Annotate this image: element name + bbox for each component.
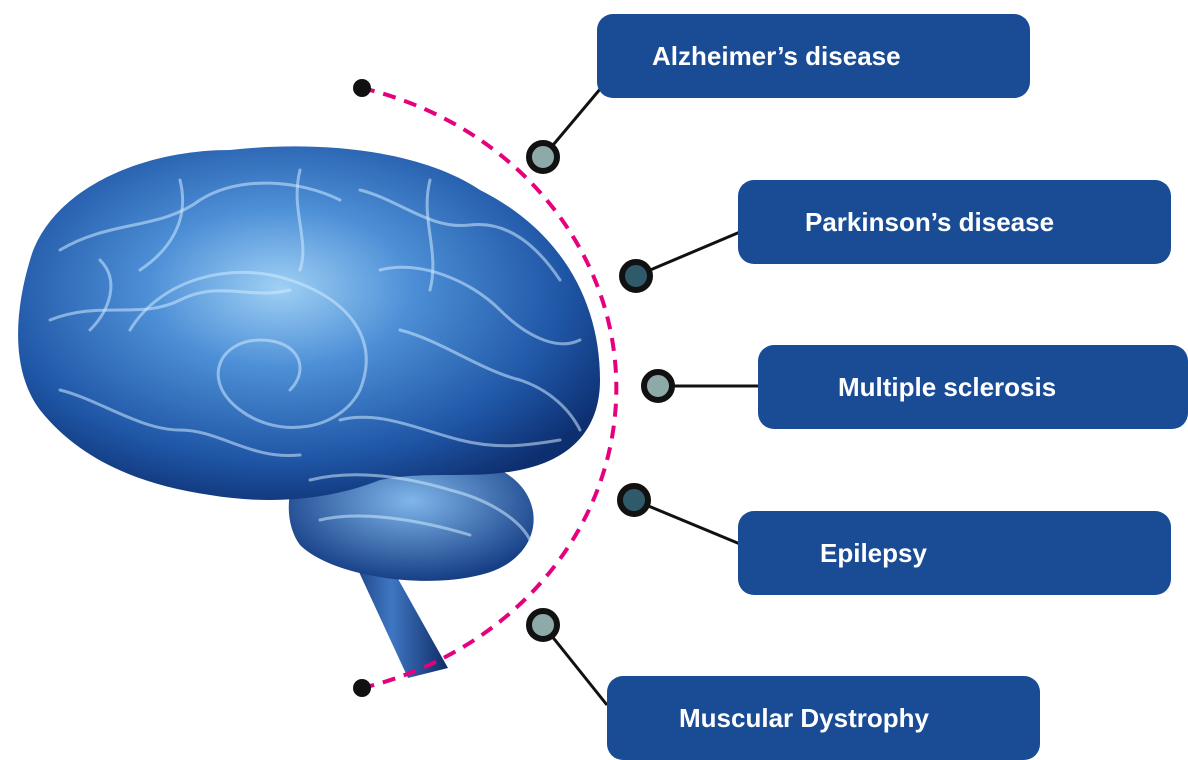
- arc-node-alzheimers: [529, 143, 557, 171]
- label-box-muscular-dystrophy: Muscular Dystrophy: [607, 676, 1040, 760]
- label-box-multiple-sclerosis: Multiple sclerosis: [758, 345, 1188, 429]
- label-text-alzheimers: Alzheimer’s disease: [652, 41, 901, 72]
- brain-icon: [18, 146, 600, 678]
- label-box-epilepsy: Epilepsy: [738, 511, 1171, 595]
- label-text-multiple-sclerosis: Multiple sclerosis: [838, 372, 1056, 403]
- label-box-parkinsons: Parkinson’s disease: [738, 180, 1171, 264]
- label-box-alzheimers: Alzheimer’s disease: [597, 14, 1030, 98]
- arc-endpoint-top: [353, 79, 371, 97]
- arc-endpoint-bottom: [353, 679, 371, 697]
- label-text-muscular-dystrophy: Muscular Dystrophy: [679, 703, 929, 734]
- arc-node-epilepsy: [620, 486, 648, 514]
- arc-node-multiple-sclerosis: [644, 372, 672, 400]
- label-text-epilepsy: Epilepsy: [820, 538, 927, 569]
- arc-node-muscular-dystrophy: [529, 611, 557, 639]
- arc-node-parkinsons: [622, 262, 650, 290]
- connector-line-epilepsy: [634, 500, 740, 544]
- label-text-parkinsons: Parkinson’s disease: [805, 207, 1054, 238]
